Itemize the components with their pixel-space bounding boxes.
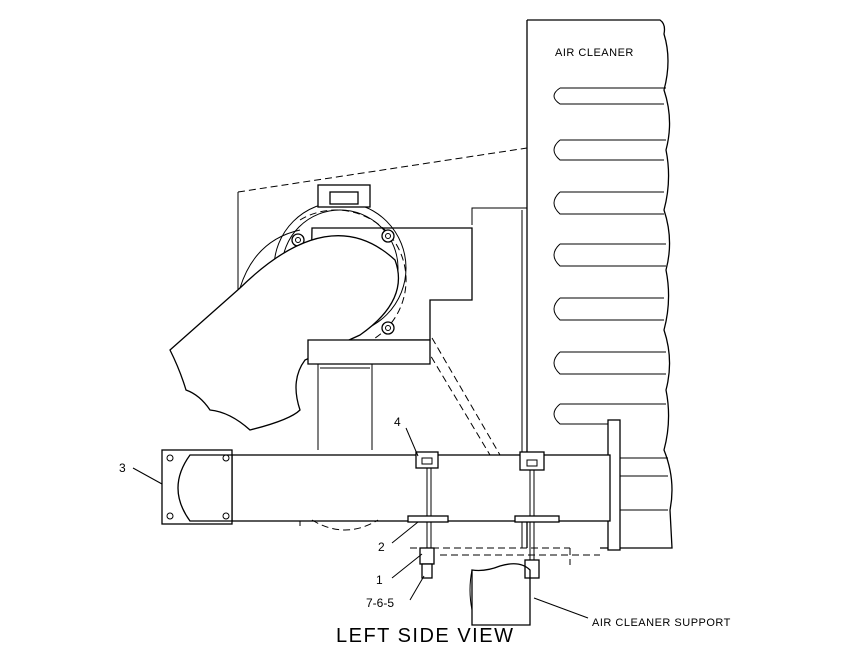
view-title: LEFT SIDE VIEW bbox=[336, 625, 514, 647]
air-cleaner-support-label: AIR CLEANER SUPPORT bbox=[592, 617, 731, 629]
elbow-mount-assembly bbox=[169, 184, 473, 450]
callout-1: 1 bbox=[376, 573, 383, 587]
air-cleaner-label: AIR CLEANER bbox=[555, 47, 634, 59]
callout-4: 4 bbox=[394, 415, 401, 429]
leader-lines bbox=[132, 427, 589, 619]
air-cleaner-fins bbox=[553, 87, 668, 511]
air-cleaner-support bbox=[469, 563, 531, 626]
callout-7-6-5: 7-6-5 bbox=[366, 596, 394, 610]
mounting-hardware bbox=[407, 451, 560, 579]
background-structure bbox=[237, 147, 600, 565]
callout-2: 2 bbox=[378, 540, 385, 554]
callout-3: 3 bbox=[119, 461, 126, 475]
